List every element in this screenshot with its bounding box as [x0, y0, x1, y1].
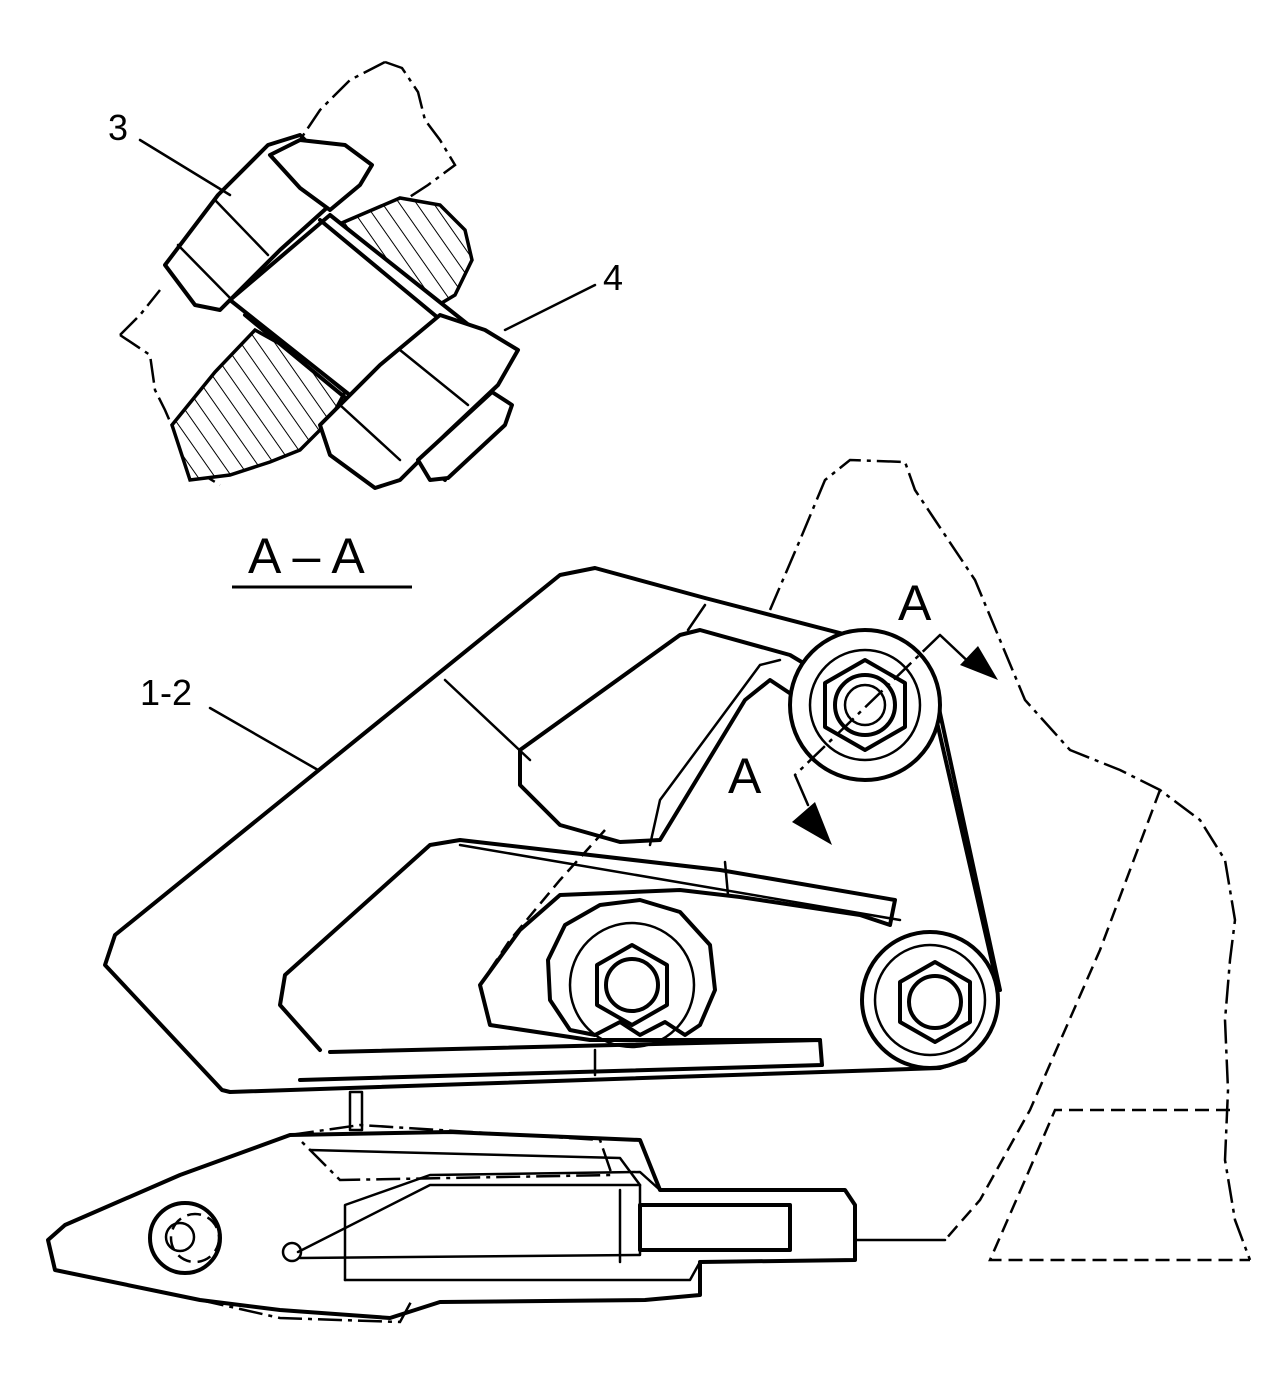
tooth-pin-slot — [638, 1203, 792, 1252]
tooth-pocket-lower — [343, 1260, 702, 1282]
section-view-a-a: 3 4 A – A — [108, 60, 623, 589]
callout-1-2: 1-2 — [140, 672, 192, 713]
bolt-head-washer — [268, 138, 374, 212]
tooth-tip-line — [296, 1183, 642, 1260]
section-adapter-edge-2 — [119, 289, 161, 336]
leader-3 — [138, 138, 232, 197]
section-title: A – A — [248, 528, 365, 584]
callout-3: 3 — [108, 107, 128, 148]
bolt-thread-end — [416, 390, 514, 482]
guard-seam-1 — [443, 678, 532, 762]
leader-4 — [503, 283, 597, 332]
tooth-tip-nub — [281, 1241, 303, 1263]
tooth-pocket — [343, 1170, 662, 1282]
guard-wedge-line — [458, 843, 902, 922]
tooth-lower-dash — [199, 1298, 414, 1324]
leader-1-2 — [208, 706, 320, 772]
section-arrow-lower-head — [792, 802, 832, 845]
section-arrow-lower-shaft — [793, 773, 810, 807]
section-adapter-edge — [298, 60, 386, 141]
tooth-hole-inner — [164, 1221, 196, 1253]
guard-window-lower — [278, 838, 897, 1052]
boss-lower-right — [860, 930, 1000, 1070]
section-adapter-outline — [384, 60, 457, 216]
nut — [318, 313, 520, 490]
guard-wedge-divider — [723, 860, 730, 897]
guard-window-upper-inner — [648, 658, 782, 847]
guard-diagonal-dash — [478, 829, 606, 986]
nut-face-2 — [398, 348, 470, 407]
section-arrow-upper-head — [960, 646, 998, 680]
section-arrow-upper-label: A — [898, 575, 932, 631]
bucket-lip-outline — [768, 458, 1252, 1261]
tooth-spacer — [348, 1090, 364, 1132]
nut-face-1 — [338, 403, 402, 462]
section-cut-line — [794, 634, 941, 776]
section-arrow-lower-label: A — [728, 748, 762, 804]
main-view: A A 1-2 — [46, 458, 1252, 1324]
bolt-head-face-2 — [213, 198, 270, 257]
tooth-hole — [148, 1201, 222, 1275]
boss-upper — [788, 628, 942, 782]
tooth-upper-line — [308, 1148, 642, 1187]
bucket-inner-line — [944, 789, 1162, 1241]
tooth-hole-dashed — [169, 1212, 221, 1264]
tooth-body — [46, 1130, 857, 1320]
bolt-head-face — [176, 243, 234, 302]
boss-lower-left — [546, 898, 717, 1049]
guard-seam-2 — [686, 603, 707, 632]
bucket-step — [988, 1108, 1250, 1262]
callout-4: 4 — [603, 257, 623, 298]
guard-bottom-wedge — [298, 1038, 824, 1082]
